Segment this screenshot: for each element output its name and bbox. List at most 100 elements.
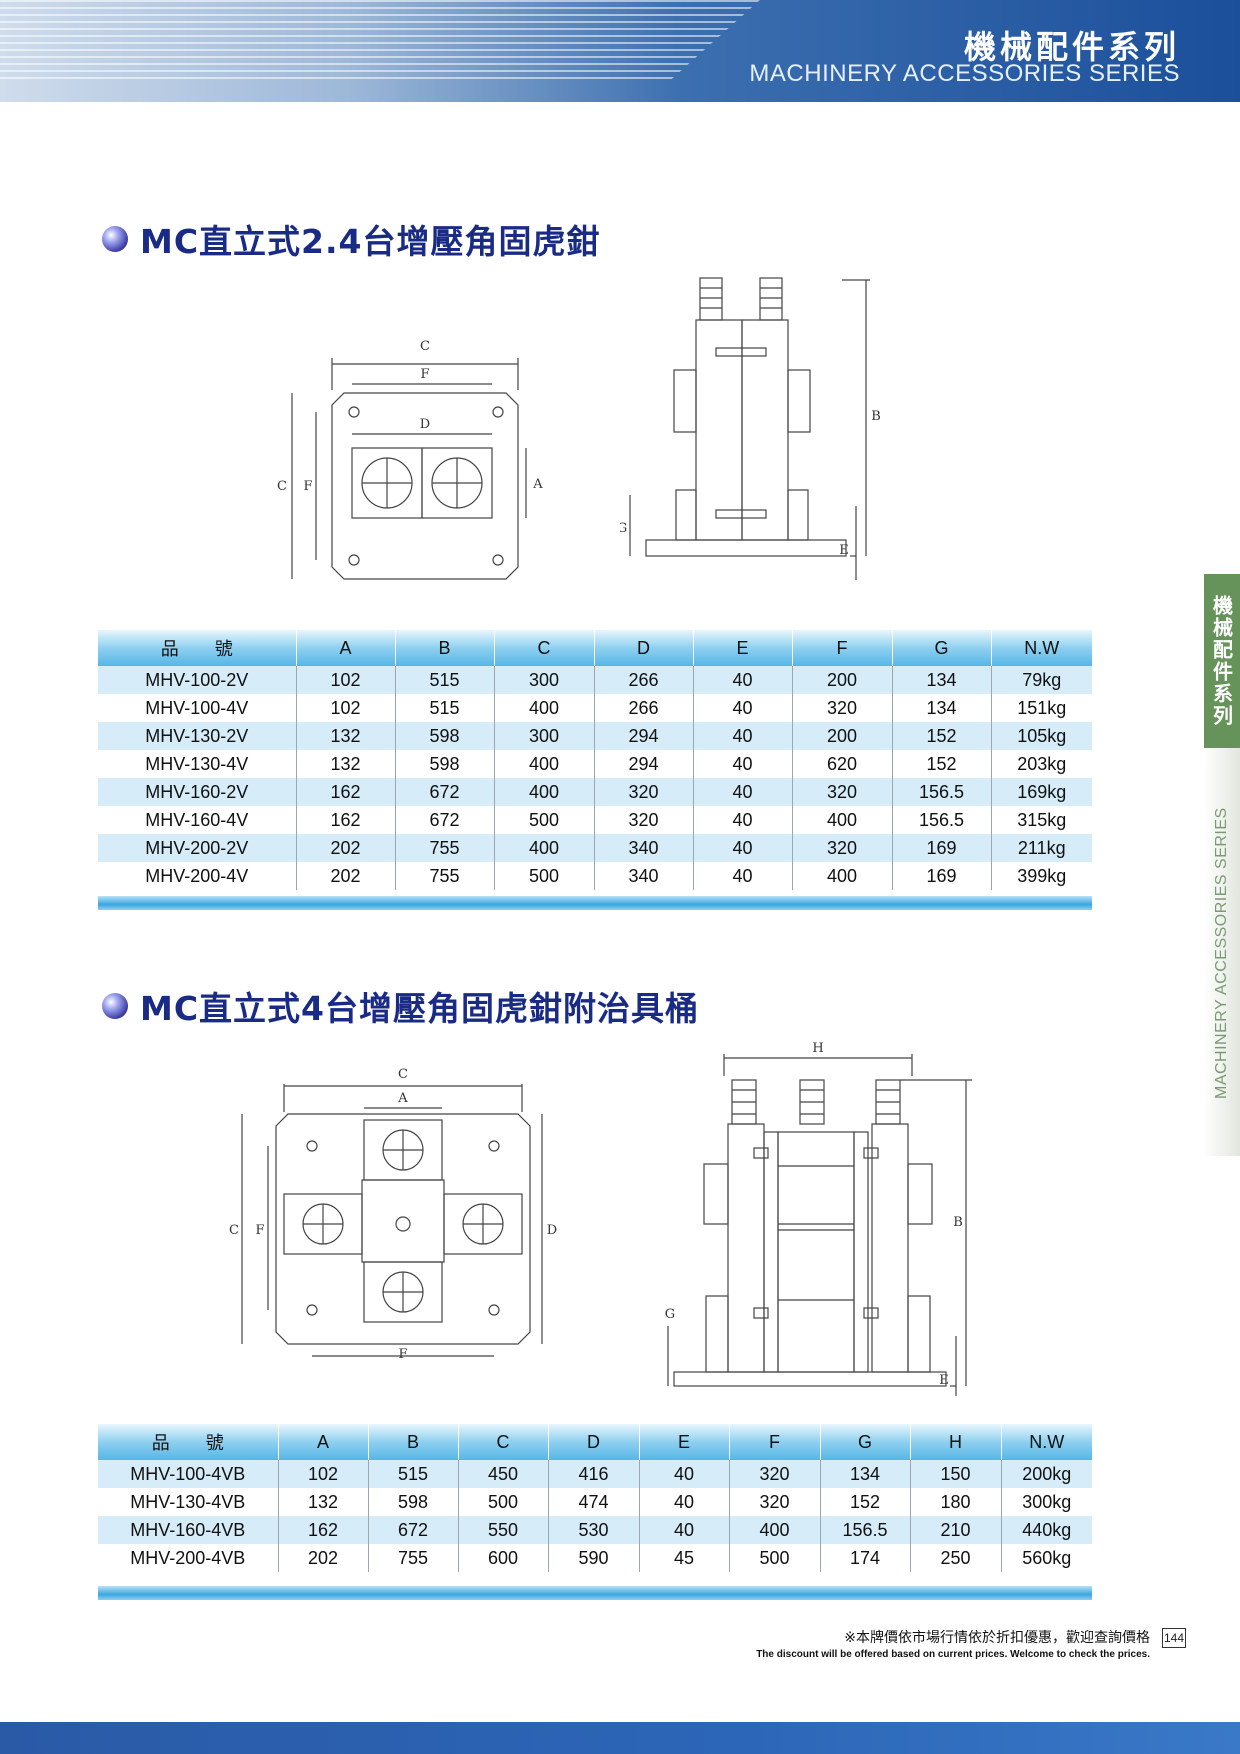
dim-label-a: A	[532, 477, 543, 492]
column-header: F	[728, 1424, 820, 1460]
table-cell: 156.5	[891, 778, 991, 806]
side-tab-en: MACHINERY ACCESSORIES SERIES	[1213, 807, 1230, 1099]
table-cell: 134	[891, 694, 991, 722]
table-cell: 152	[891, 750, 991, 778]
column-header: 品 號	[98, 1424, 278, 1460]
table-cell: 500	[493, 806, 594, 834]
table-cell: 266	[593, 666, 693, 694]
table-cell: 320	[593, 806, 693, 834]
table-cell: 151kg	[990, 694, 1092, 722]
model-number-cell: MHV-200-2V	[98, 834, 296, 862]
table-cell: 162	[277, 1516, 368, 1544]
table-cell: 152	[819, 1488, 910, 1516]
section2-top-view-drawing: C A C F D F	[229, 1067, 557, 1362]
table-cell: 132	[295, 722, 395, 750]
table-cell: 515	[394, 694, 494, 722]
table-cell: 132	[295, 750, 395, 778]
table-cell: 598	[394, 722, 494, 750]
table-cell: 672	[367, 1516, 458, 1544]
table-cell: 102	[295, 694, 395, 722]
table-cell: 400	[493, 778, 594, 806]
table2-bottom-bar	[98, 1586, 1092, 1600]
column-header: B	[367, 1424, 458, 1460]
dim-label-g: G	[665, 1307, 675, 1322]
column-header: N.W	[990, 630, 1092, 666]
table-cell: 590	[547, 1544, 639, 1572]
table-cell: 40	[638, 1488, 729, 1516]
model-number-cell: MHV-130-2V	[98, 722, 296, 750]
side-tab: 機械配件系列 MACHINERY ACCESSORIES SERIES	[1204, 574, 1240, 1156]
table-cell: 300	[493, 666, 594, 694]
table-cell: 40	[692, 722, 792, 750]
section2-title: MC直立式4台增壓角固虎鉗附治具桶	[102, 982, 699, 1030]
column-header: A	[295, 630, 395, 666]
column-header: D	[547, 1424, 639, 1460]
table-cell: 340	[593, 834, 693, 862]
column-header: C	[457, 1424, 548, 1460]
column-header: N.W	[1000, 1424, 1092, 1460]
page-header: 機械配件系列 MACHINERY ACCESSORIES SERIES	[0, 0, 1240, 102]
header-title-en: MACHINERY ACCESSORIES SERIES	[749, 60, 1180, 87]
table-cell: 400	[791, 862, 892, 890]
bullet-icon	[102, 226, 128, 252]
table-cell: 266	[593, 694, 693, 722]
table-cell: 320	[728, 1488, 820, 1516]
table-cell: 294	[593, 722, 693, 750]
dim-label-f-side: F	[303, 479, 312, 494]
table-cell: 202	[295, 862, 395, 890]
bullet-icon	[102, 993, 128, 1019]
table-cell: 202	[295, 834, 395, 862]
dim-label-f: F	[398, 1347, 407, 1362]
table-cell: 320	[791, 694, 892, 722]
table-cell: 340	[593, 862, 693, 890]
table-cell: 755	[367, 1544, 458, 1572]
table-cell: 156.5	[819, 1516, 910, 1544]
table-cell: 134	[819, 1460, 910, 1488]
table-cell: 440kg	[1000, 1516, 1092, 1544]
section1-top-view-drawing: C F D C F A	[277, 339, 543, 580]
table-cell: 203kg	[990, 750, 1092, 778]
header-stripes	[0, 0, 760, 82]
table-cell: 600	[457, 1544, 548, 1572]
table-cell: 550	[457, 1516, 548, 1544]
model-number-cell: MHV-130-4VB	[98, 1488, 278, 1516]
table-cell: 169	[891, 834, 991, 862]
model-number-cell: MHV-130-4V	[98, 750, 296, 778]
table-cell: 300kg	[1000, 1488, 1092, 1516]
dim-label-e: E	[839, 543, 849, 558]
table-cell: 500	[457, 1488, 548, 1516]
dim-label-e: E	[939, 1373, 949, 1388]
section1-title-text: MC直立式2.4台增壓角固虎鉗	[140, 222, 601, 261]
column-header: D	[593, 630, 693, 666]
table-cell: 399kg	[990, 862, 1092, 890]
table1-bottom-bar	[98, 896, 1092, 910]
column-header: C	[493, 630, 594, 666]
dim-label-c: C	[398, 1067, 408, 1082]
model-number-cell: MHV-100-4V	[98, 694, 296, 722]
price-note-en: The discount will be offered based on cu…	[756, 1649, 1150, 1660]
model-number-cell: MHV-160-4VB	[98, 1516, 278, 1544]
table-cell: 102	[277, 1460, 368, 1488]
price-note: ※本牌價依市場行情依於折扣優惠，歡迎查詢價格 The discount will…	[756, 1627, 1150, 1660]
table-cell: 320	[791, 778, 892, 806]
dim-label-f-side: F	[255, 1223, 264, 1238]
dim-label-b: B	[871, 409, 881, 424]
table-cell: 40	[692, 694, 792, 722]
column-header: 品 號	[98, 630, 296, 666]
table-cell: 211kg	[990, 834, 1092, 862]
column-header: E	[692, 630, 792, 666]
table-cell: 500	[493, 862, 594, 890]
table-cell: 755	[394, 834, 494, 862]
table-cell: 150	[909, 1460, 1001, 1488]
table-cell: 400	[493, 834, 594, 862]
table-cell: 152	[891, 722, 991, 750]
page-number: 144	[1162, 1628, 1186, 1648]
